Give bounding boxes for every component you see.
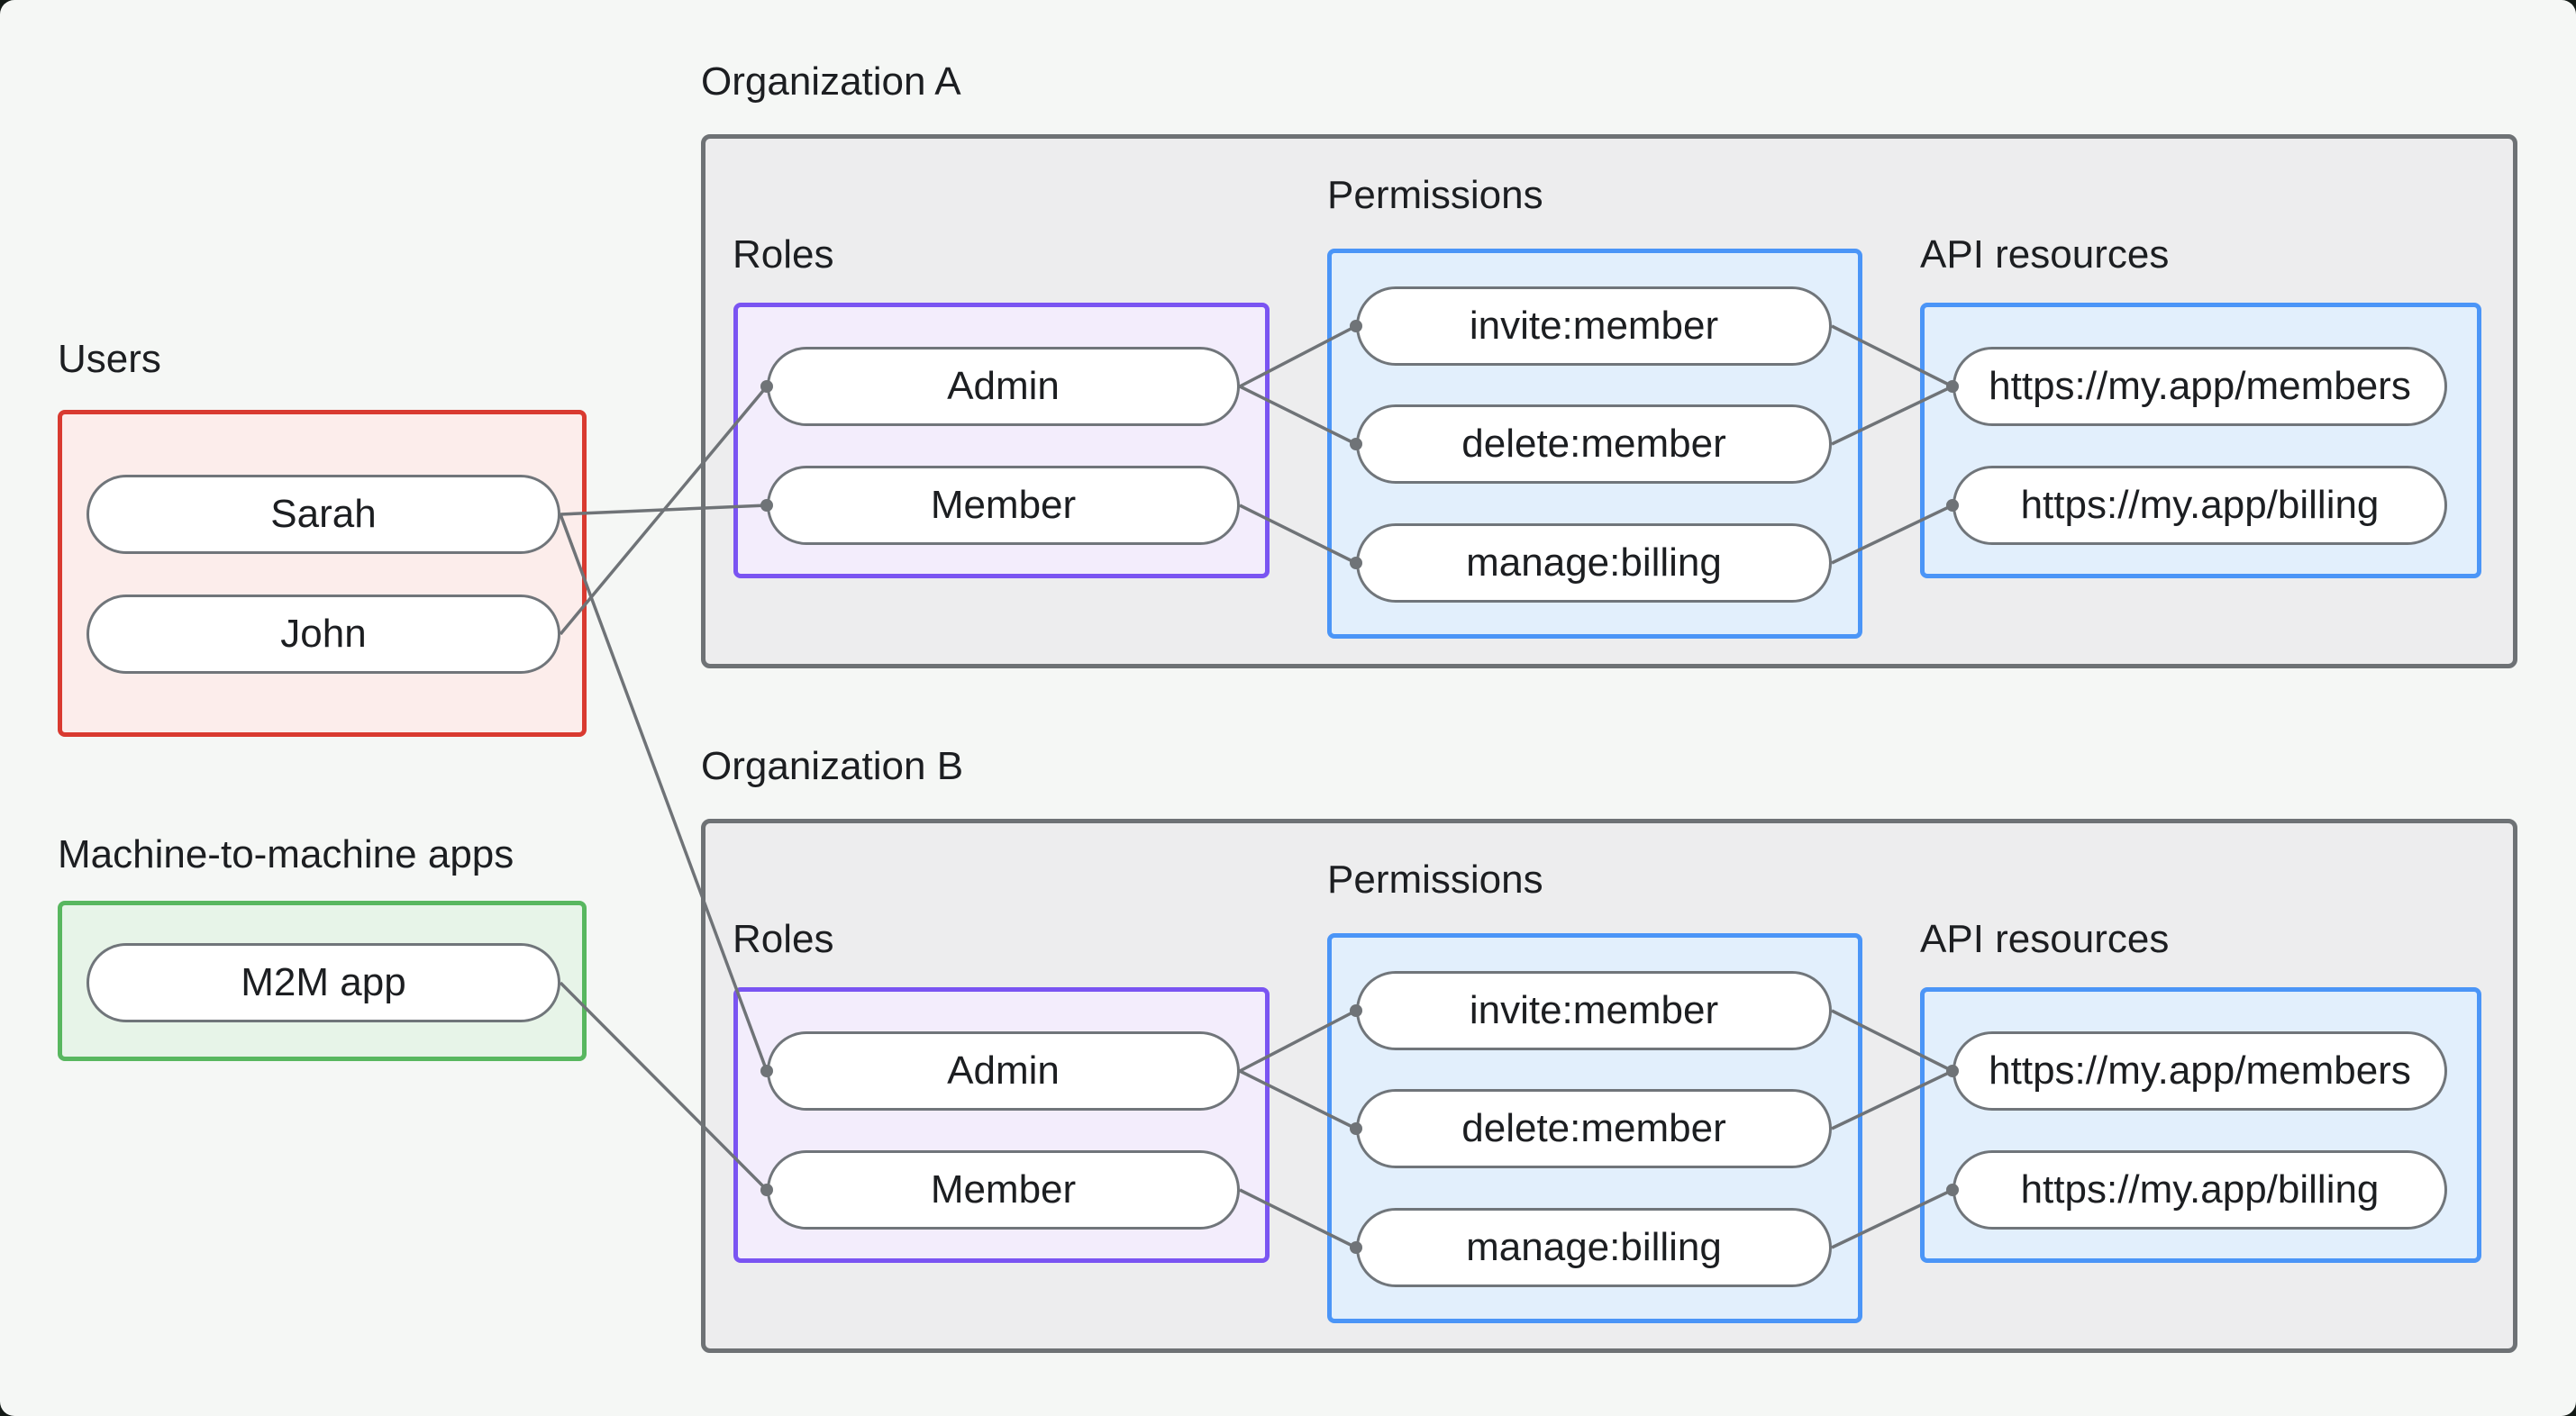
org-b-api-billing: https://my.app/billing bbox=[1952, 1150, 2447, 1230]
org-b-permission-delete-member: delete:member bbox=[1356, 1089, 1832, 1168]
org-a-api-label: API resources bbox=[1920, 232, 2170, 277]
user-node-john: John bbox=[86, 595, 560, 674]
m2m-node-app: M2M app bbox=[86, 943, 560, 1022]
org-b-roles-label: Roles bbox=[733, 917, 834, 961]
org-a-api-billing: https://my.app/billing bbox=[1952, 466, 2447, 545]
org-a-permission-manage-billing: manage:billing bbox=[1356, 523, 1832, 603]
org-b-title: Organization B bbox=[701, 744, 964, 788]
users-label: Users bbox=[58, 337, 161, 381]
users-box bbox=[58, 410, 587, 737]
org-a-title: Organization A bbox=[701, 59, 961, 104]
org-b-permissions-label: Permissions bbox=[1327, 858, 1543, 902]
m2m-label: Machine-to-machine apps bbox=[58, 832, 514, 876]
org-b-role-admin: Admin bbox=[767, 1031, 1240, 1111]
org-a-permission-invite-member: invite:member bbox=[1356, 286, 1832, 366]
org-b-permission-manage-billing: manage:billing bbox=[1356, 1208, 1832, 1287]
org-b-permission-invite-member: invite:member bbox=[1356, 971, 1832, 1050]
org-b-api-label: API resources bbox=[1920, 917, 2170, 961]
org-a-role-admin: Admin bbox=[767, 347, 1240, 426]
org-a-permissions-label: Permissions bbox=[1327, 173, 1543, 217]
org-b-role-member: Member bbox=[767, 1150, 1240, 1230]
org-a-api-members: https://my.app/members bbox=[1952, 347, 2447, 426]
org-b-api-members: https://my.app/members bbox=[1952, 1031, 2447, 1111]
org-a-role-member: Member bbox=[767, 466, 1240, 545]
user-node-sarah: Sarah bbox=[86, 475, 560, 554]
org-a-permission-delete-member: delete:member bbox=[1356, 404, 1832, 484]
org-a-roles-label: Roles bbox=[733, 232, 834, 277]
